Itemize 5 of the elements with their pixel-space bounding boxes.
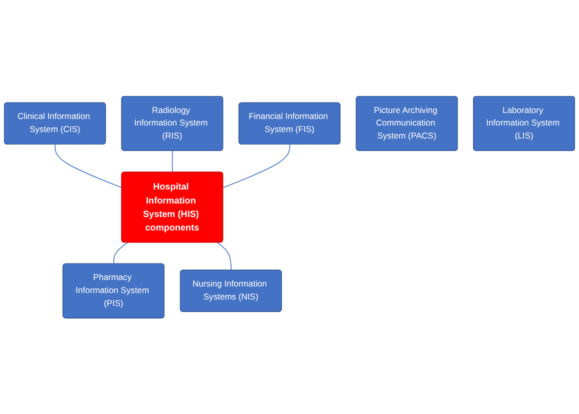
connector xyxy=(113,242,128,264)
connector xyxy=(217,242,232,271)
connector xyxy=(222,144,290,188)
connector xyxy=(172,150,173,172)
connector xyxy=(54,144,122,188)
